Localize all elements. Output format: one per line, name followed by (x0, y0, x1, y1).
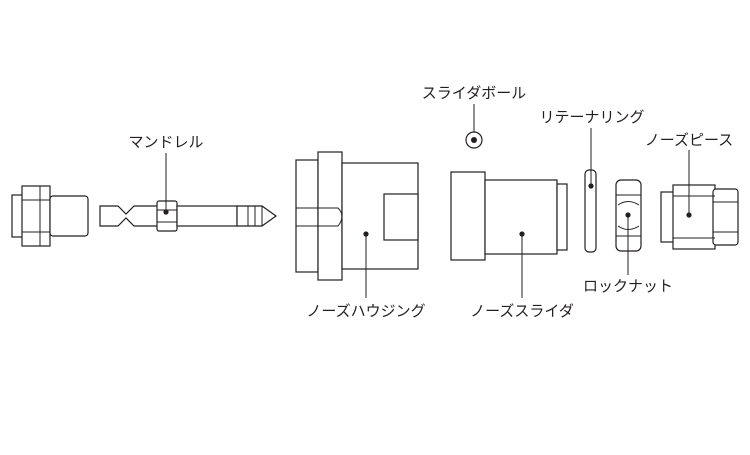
nose-piece-part (660, 150, 739, 250)
label-slide-ball: スライダボール (422, 84, 526, 102)
label-nose-housing: ノーズハウジング (306, 302, 425, 320)
label-lock-nut: ロックナット (583, 277, 673, 295)
label-nose-piece: ノーズピース (645, 131, 734, 149)
retaining-ring-part (584, 128, 597, 253)
lock-nut-part (615, 179, 642, 275)
tool-body-end (11, 185, 89, 247)
slider-ball-part (465, 104, 483, 149)
nose-slider-part (450, 171, 568, 298)
label-mandrel: マンドレル (128, 133, 203, 151)
mandrel-part (99, 153, 278, 232)
label-retaining-ring: リテーナリング (539, 108, 644, 126)
label-nose-slider: ノーズスライダ (470, 302, 574, 320)
nose-housing-part (295, 151, 419, 298)
